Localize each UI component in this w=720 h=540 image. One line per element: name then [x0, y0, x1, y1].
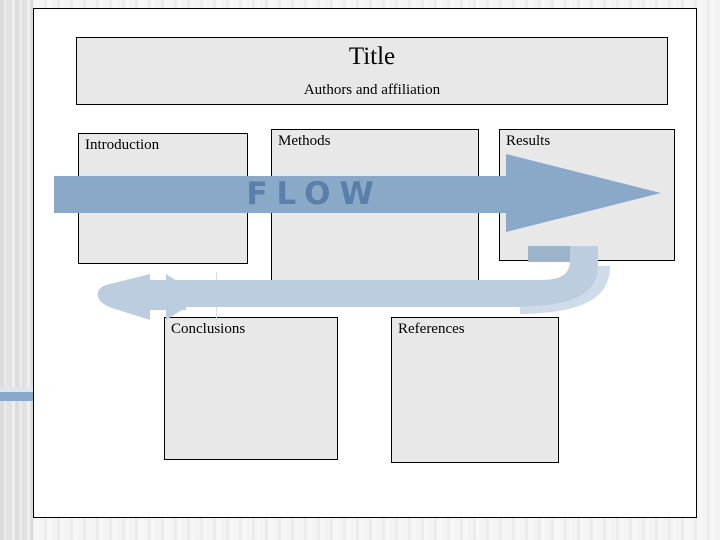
section-box-conclusions[interactable]: Conclusions	[164, 317, 338, 460]
left-accent-bar	[0, 392, 36, 401]
title-box[interactable]: Title Authors and affiliation	[76, 37, 668, 105]
slide-page: Title Authors and affiliation Introducti…	[33, 8, 697, 518]
section-box-methods[interactable]: Methods	[271, 129, 479, 299]
left-accent-highlight	[0, 387, 36, 392]
section-box-introduction[interactable]: Introduction	[78, 133, 248, 264]
section-label-introduction: Introduction	[85, 137, 160, 153]
section-label-references: References	[398, 321, 465, 337]
section-label-methods: Methods	[278, 133, 331, 149]
page-title: Title	[348, 43, 396, 70]
section-box-references[interactable]: References	[391, 317, 559, 463]
alignment-guide-line	[216, 272, 217, 327]
section-box-results[interactable]: Results	[499, 129, 675, 261]
authors-affiliation: Authors and affiliation	[303, 82, 441, 98]
section-label-results: Results	[506, 133, 551, 149]
section-label-conclusions: Conclusions	[171, 321, 246, 337]
left-rail-stripes	[0, 0, 33, 540]
